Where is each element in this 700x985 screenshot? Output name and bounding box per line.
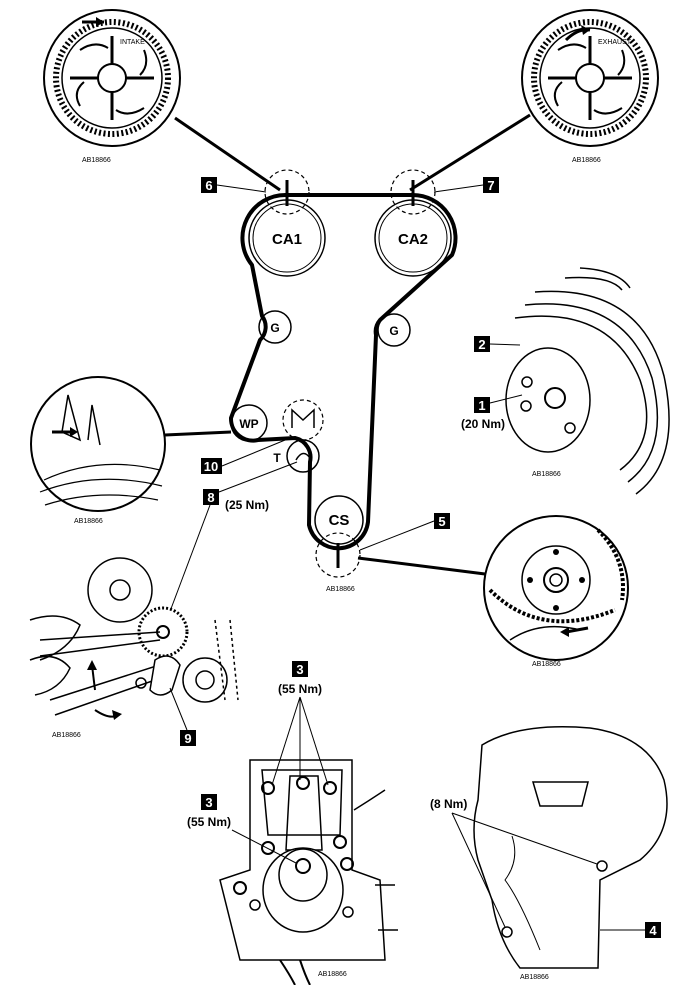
callout-3-top: 3 (55 Nm) [278,661,322,696]
svg-text:7: 7 [487,178,494,193]
figure-code: AB18866 [74,518,103,525]
torque-55-left: (55 Nm) [187,815,231,829]
exhaust-mark-text: EXHAUST [598,39,632,46]
callout-4: 4 [645,922,661,938]
svg-text:9: 9 [184,731,191,746]
figure-code: AB18866 [326,586,355,593]
callout-2: 2 [474,336,521,352]
exhaust-sprocket-inset: EXHAUST AB18866 [521,9,659,164]
engine-mount-inset: AB18866 [219,696,398,985]
torque-55-top: (55 Nm) [278,682,322,696]
svg-text:1: 1 [478,398,485,413]
callout-3-left: 3 (55 Nm) [187,794,231,829]
figure-code: AB18866 [520,974,549,981]
pulley-label-wp: WP [239,417,258,431]
crank-pulley-inset: AB18866 [505,267,670,495]
svg-text:3: 3 [296,662,303,677]
callout-5: 5 [359,513,450,551]
torque-20: (20 Nm) [461,417,505,431]
svg-text:2: 2 [478,337,485,352]
pulley-label-cs: CS [329,512,350,529]
timing-belt-layout: CA1 CA2 G G WP T CS AB18866 [228,169,458,593]
callout-8: 8 (25 Nm) [162,461,298,631]
torque-25: (25 Nm) [225,498,269,512]
crank-mark-inset: AB18866 [483,515,629,668]
figure-code: AB18866 [532,471,561,478]
water-pump-mark-inset: AB18866 [30,376,166,525]
svg-text:6: 6 [205,178,212,193]
figure-code: AB18866 [572,157,601,164]
callout-10: 10 [201,437,291,474]
svg-text:3: 3 [205,795,212,810]
tensioner-adjustment-inset: AB18866 [29,557,239,739]
figure-code: AB18866 [82,157,111,164]
callout-9: 9 [180,730,196,746]
timing-cover-inset: (8 Nm) AB18866 [430,726,668,981]
svg-text:5: 5 [438,514,445,529]
svg-text:10: 10 [204,459,218,474]
figure-code: AB18866 [318,971,347,978]
figure-code: AB18866 [52,732,81,739]
pulley-label-g-right: G [389,324,398,338]
figure-code: AB18866 [532,661,561,668]
pulley-label-ca1: CA1 [272,231,302,248]
torque-8: (8 Nm) [430,797,467,811]
svg-text:8: 8 [207,490,214,505]
callout-1: 1 (20 Nm) [461,394,523,431]
pulley-label-t: T [273,451,281,465]
intake-sprocket-inset: INTAKE AB18866 [43,9,181,164]
intake-mark-text: INTAKE [120,39,145,46]
pulley-label-g-left: G [270,321,279,335]
callout-6: 6 [201,177,267,193]
pulley-label-ca2: CA2 [398,231,428,248]
callout-7: 7 [433,177,499,193]
svg-text:4: 4 [649,923,657,938]
